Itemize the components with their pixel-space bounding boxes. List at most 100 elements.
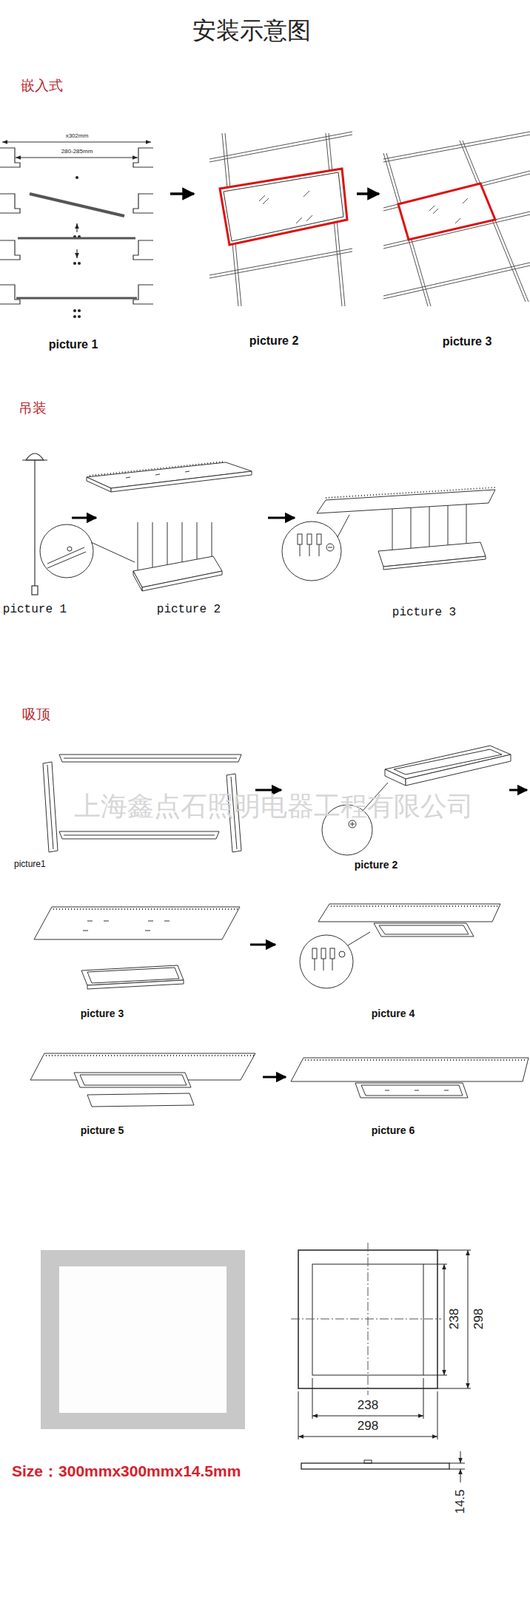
- frame-parts-part: [42, 762, 58, 853]
- recessed-steps-part: [15, 156, 138, 158]
- pendant-wire: [22, 453, 48, 596]
- suspended-panel-part: [155, 474, 160, 476]
- ceiling-grid-part: [455, 218, 461, 224]
- ceiling-mount: [30, 1054, 256, 1108]
- ceiling-mount-part: [53, 908, 239, 911]
- ceiling-mount-part: [314, 959, 316, 972]
- ceiling-mount-part: [79, 1075, 187, 1086]
- suspended-panel-part: [185, 471, 190, 473]
- recessed-steps-part: [133, 240, 154, 260]
- recessed-steps-part: [74, 316, 77, 319]
- ceiling-mount-part: [148, 921, 154, 923]
- dimension-drawing-part: [423, 1379, 425, 1420]
- ceiling-grid-part: [296, 217, 303, 224]
- picture-label: picture 3: [442, 335, 493, 349]
- picture-label: picture 3: [80, 1008, 124, 1021]
- suspended-panel-part: [182, 522, 183, 563]
- suspended-panel-part: [429, 507, 431, 548]
- ceiling-mount-part: [321, 948, 326, 960]
- ceiling-mount-part: [299, 935, 354, 989]
- suspended-panel-part: [39, 524, 94, 579]
- ceiling-mount-part: [330, 948, 335, 960]
- dimension-drawing-part: [423, 1376, 448, 1377]
- suspended-panel-part: [152, 522, 154, 568]
- suspended-panel-part: [383, 556, 486, 570]
- frame-parts-part: [47, 765, 54, 850]
- ceiling-mount-part: [355, 1083, 468, 1099]
- ceiling-mount-part: [378, 926, 469, 935]
- assembled-frame-part: [348, 820, 357, 829]
- suspended-panel-part: [392, 509, 394, 550]
- dimension-drawing-part: [467, 1250, 469, 1390]
- ceiling-grid-part: [383, 265, 530, 300]
- dimension-drawing-part: [460, 1452, 462, 1465]
- ceiling-mount-part: [318, 904, 501, 923]
- ceiling-mount: [290, 1058, 529, 1099]
- suspended-panel-part: [299, 544, 301, 557]
- picture-label: picture 3: [392, 606, 456, 620]
- assembled-frame-part: [352, 822, 354, 827]
- suspended-panel-part: [466, 504, 468, 545]
- picture-label: picture 4: [371, 1008, 415, 1021]
- ceiling-mount-part: [414, 1091, 419, 1092]
- ceiling-mount-part: [87, 1094, 194, 1108]
- suspended-panel: [39, 461, 252, 592]
- ceiling-mount-part: [304, 1060, 528, 1062]
- picture-label: picture1: [14, 860, 46, 871]
- section-title: 嵌入式: [20, 77, 63, 95]
- ceiling-mount-part: [290, 1058, 529, 1083]
- dimension-label: 238: [447, 1309, 462, 1331]
- pendant-wire-part: [31, 586, 38, 596]
- watermark: 上海鑫点石照明电器工程有限公司: [74, 791, 474, 822]
- ceiling-mount-part: [87, 921, 93, 923]
- suspended-panel-part: [337, 515, 350, 538]
- ceiling-grid-part: [383, 134, 530, 163]
- flow-arrow: [71, 517, 295, 520]
- suspended-panel-part: [167, 522, 169, 565]
- suspended-panel-part: [326, 544, 334, 552]
- recessed-steps-part: [78, 310, 81, 313]
- picture-label: picture 2: [354, 859, 398, 872]
- ceiling-mount: [299, 904, 501, 989]
- ceiling-mount-part: [145, 931, 151, 932]
- recessed-steps-part: [2, 141, 152, 143]
- dimension-drawing-part: [364, 1461, 372, 1465]
- dimension-drawing-part: [298, 1437, 438, 1439]
- suspended-panel-part: [196, 522, 198, 560]
- recessed-steps-part: [133, 284, 154, 305]
- dimension-label: 14.5: [453, 1490, 468, 1515]
- ceiling-grid-part: [462, 198, 468, 204]
- dimension-drawing-part: [437, 1392, 439, 1441]
- ceiling-mount-part: [74, 1073, 191, 1089]
- suspended-panel-part: [89, 461, 225, 476]
- dimension-drawing-part: [444, 1265, 445, 1377]
- panel-photo-part: [40, 1250, 246, 1431]
- recessed-steps-part: [78, 316, 81, 319]
- ceiling-mount-part: [312, 948, 317, 960]
- assembled-frame-part: [384, 769, 406, 787]
- recessed-steps-part: [0, 240, 20, 260]
- dimension-label: 238: [357, 1399, 379, 1414]
- ceiling-mount-part: [330, 906, 499, 908]
- suspended-panel-part: [447, 505, 449, 546]
- ceiling-grid-part: [262, 198, 269, 205]
- suspended-panel-part: [86, 477, 112, 493]
- ceiling-grid-part: [433, 208, 439, 214]
- suspended-panel-part: [211, 522, 213, 557]
- recessed-steps-part: [76, 176, 79, 180]
- ceiling-grid-part: [223, 172, 344, 242]
- ceiling-mount-part: [45, 1055, 254, 1058]
- ceiling-mount-part: [361, 1085, 463, 1097]
- assembled-frame-part: [405, 755, 511, 787]
- ceiling-grid-part: [209, 248, 353, 276]
- ceiling-mount-part: [332, 959, 334, 972]
- size-label: Size：300mmx300mmx14.5mm: [11, 1463, 241, 1482]
- flow-arrow-part: [170, 192, 194, 196]
- ceiling-mount-part: [82, 931, 89, 932]
- ceiling-grid-part: [209, 251, 353, 279]
- dimension-drawing-part: [437, 1389, 471, 1391]
- suspended-panel-part: [91, 542, 135, 563]
- recessed-steps: [0, 142, 154, 319]
- suspended-panel-part: [297, 534, 303, 545]
